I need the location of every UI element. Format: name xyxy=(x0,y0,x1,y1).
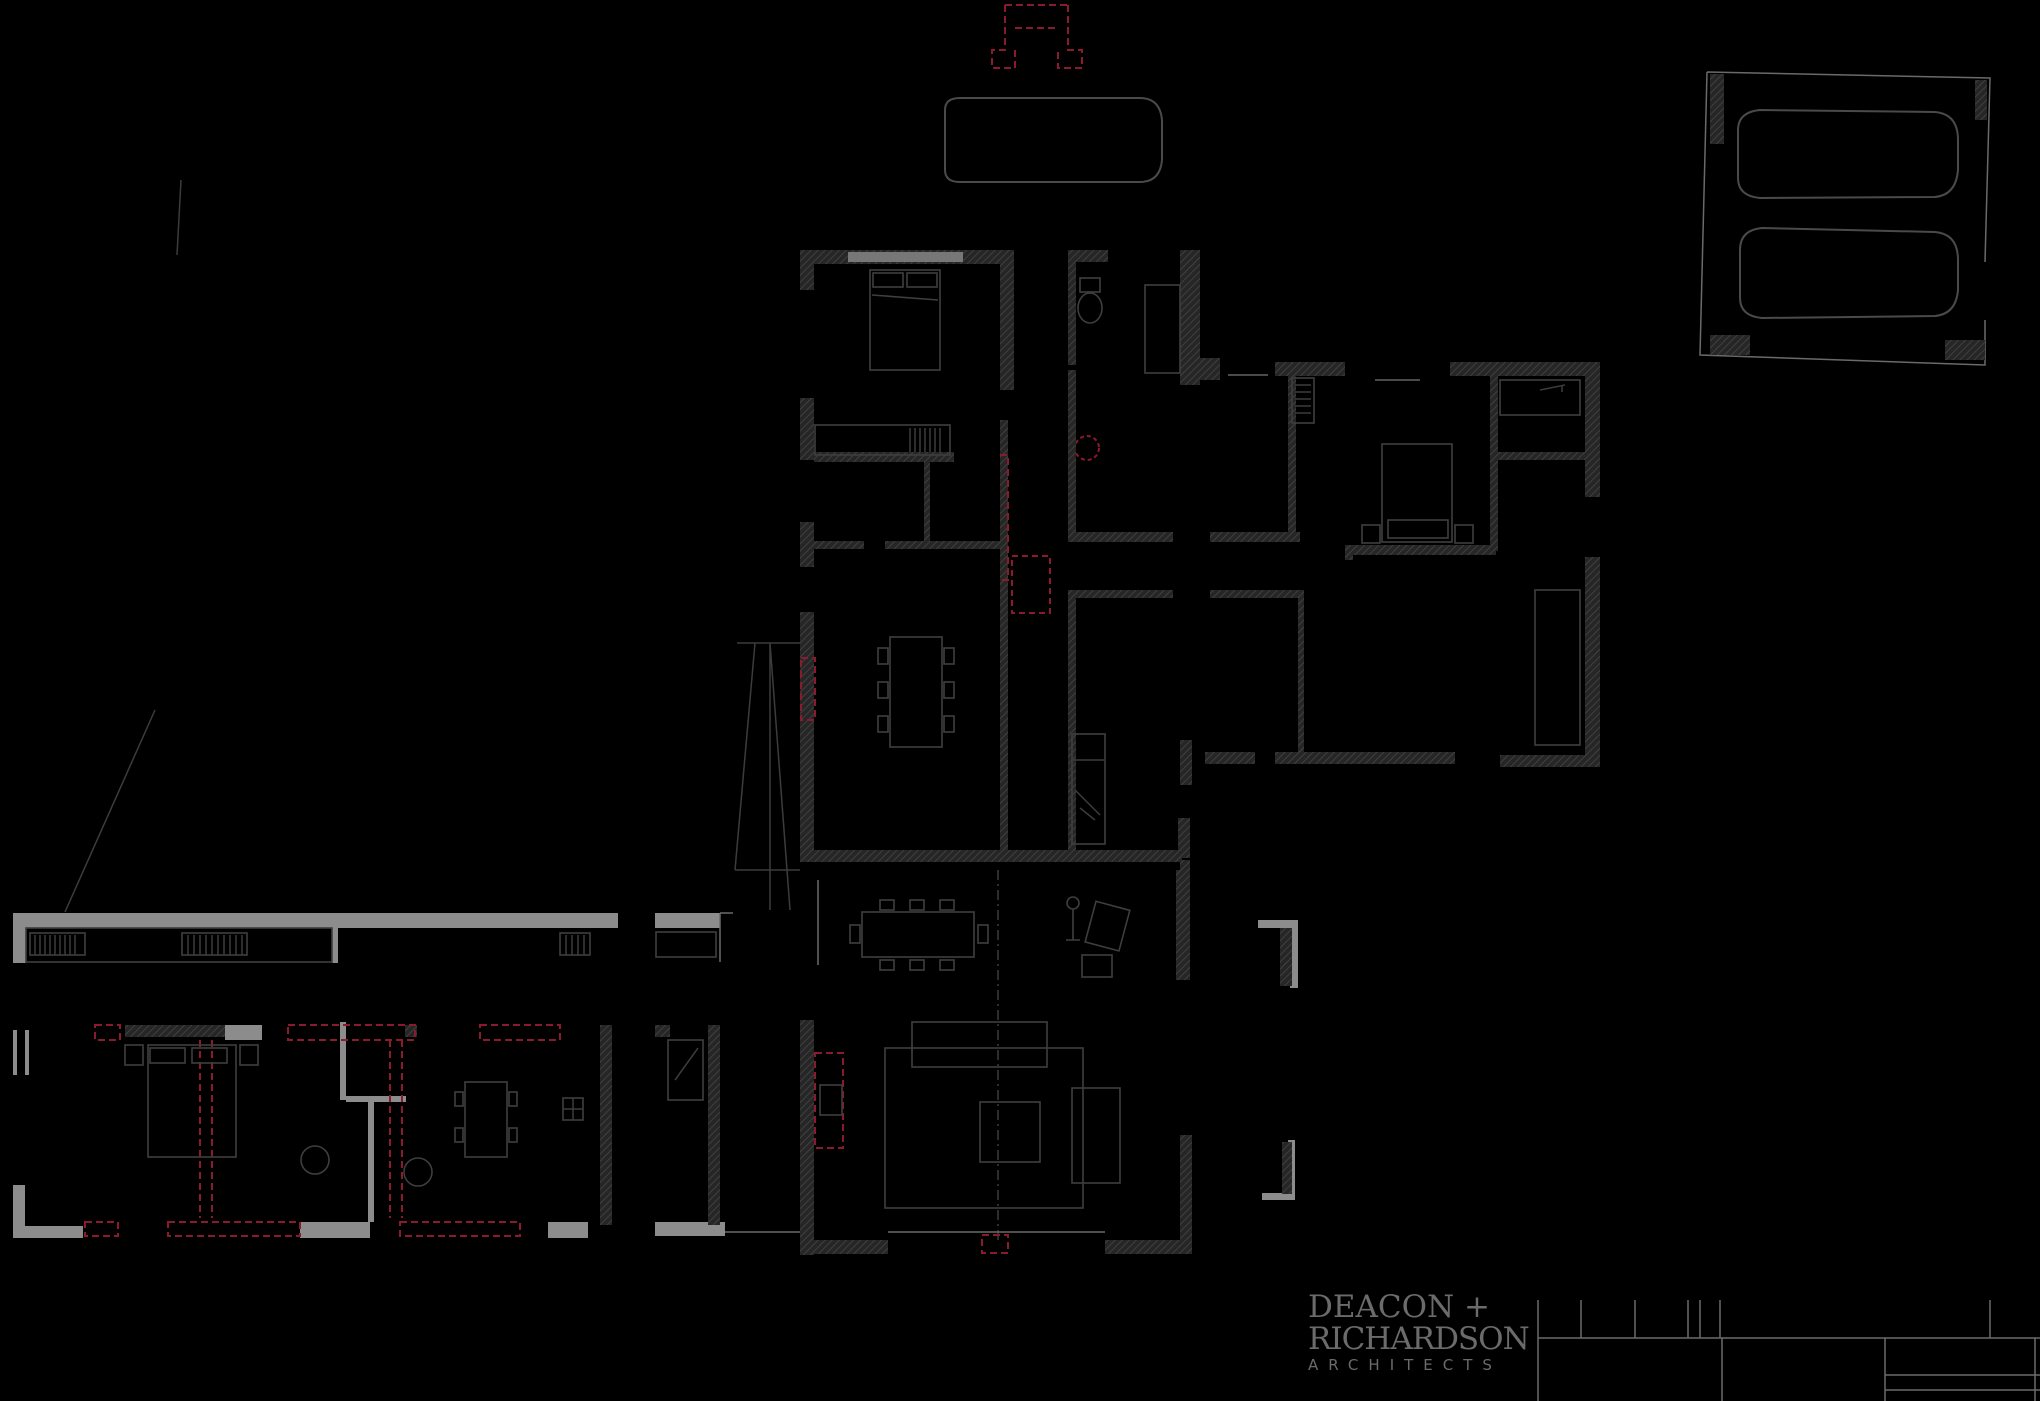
top-porch-demolition xyxy=(991,4,1083,69)
dining-room xyxy=(734,636,955,911)
firm-name-line3: ARCHITECTS xyxy=(1308,1356,1502,1374)
east-bedroom-wing xyxy=(1068,362,1600,767)
firm-name-line2: RICHARDSON xyxy=(1308,1321,1530,1357)
central-corridor xyxy=(1000,250,1100,860)
living-room xyxy=(800,850,1298,1255)
garage xyxy=(1699,71,1991,366)
wc-room xyxy=(1068,250,1220,385)
firm-name-line1: DEACON + xyxy=(1308,1289,1490,1325)
parked-car-top xyxy=(944,97,1163,183)
title-block-frame xyxy=(1537,1300,2040,1401)
north-bedroom-wing xyxy=(800,250,1014,862)
architect-logo: DEACON + RICHARDSON ARCHITECTS xyxy=(1308,1292,1533,1373)
west-annex xyxy=(13,912,800,1238)
